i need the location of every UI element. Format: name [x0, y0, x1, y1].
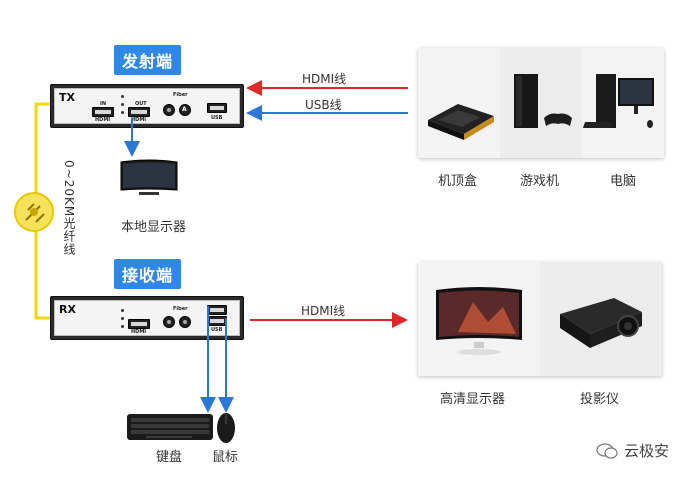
- pc-cell: [582, 48, 664, 158]
- keyboard-label: 键盘: [156, 450, 183, 465]
- tx-out-hdmi-label: HDMI: [131, 117, 147, 123]
- tx-usb-label: USB: [211, 115, 223, 121]
- game-console-icon: [514, 74, 572, 128]
- watermark: 云极安: [596, 440, 669, 461]
- tx-in-label: IN: [100, 101, 107, 107]
- pc-label: 电脑: [610, 174, 637, 189]
- tx-device: TX IN HDMI OUT HDMI Fiber A USB: [50, 84, 244, 128]
- fiber-span-label: 0~20KM光纤线: [62, 160, 76, 257]
- projector-cell: [540, 262, 662, 376]
- chat-bubble-icon: [596, 442, 618, 459]
- local-display-icon: [117, 158, 181, 202]
- rx-device: RX HDMI Fiber USB: [50, 296, 244, 340]
- mouse-icon: [216, 412, 236, 444]
- rx-led-3: [121, 325, 124, 328]
- fiber-icon: [14, 192, 54, 232]
- hd-display-label: 高清显示器: [440, 392, 506, 407]
- tx-device-label: TX: [59, 91, 75, 104]
- rx-usb-label: USB: [211, 327, 223, 333]
- console-label: 游戏机: [520, 174, 560, 189]
- mouse-label: 鼠标: [212, 450, 239, 465]
- tx-hdmi-in-port: [92, 107, 114, 117]
- rx-fiber-port-1: [163, 316, 175, 328]
- tx-tag: 发射端: [114, 45, 182, 75]
- tx-fiber-port-2: A: [179, 104, 191, 116]
- tx-led-2: [121, 103, 124, 106]
- rx-fiber-label: Fiber: [173, 306, 188, 312]
- hdmi-in-label: HDMI线: [302, 72, 347, 86]
- tx-fiber-label: Fiber: [173, 92, 188, 98]
- tx-led-1: [121, 95, 124, 98]
- console-cell: [500, 48, 582, 158]
- rx-led-2: [121, 317, 124, 320]
- tx-out-label: OUT: [135, 101, 147, 107]
- hd-display-cell: [418, 262, 540, 376]
- tx-usb-port: [207, 103, 227, 113]
- projector-label: 投影仪: [580, 392, 620, 407]
- computer-icon: [582, 74, 654, 128]
- rx-led-1: [121, 309, 124, 312]
- rx-hdmi-out-port: [128, 319, 150, 329]
- settop-box-icon: [428, 104, 494, 140]
- sinks-panel: [418, 262, 662, 376]
- keyboard-icon: [126, 412, 214, 442]
- tx-in-hdmi-label: HDMI: [95, 117, 111, 123]
- rx-hdmi-label: HDMI: [131, 329, 147, 335]
- tx-port-letter: A: [182, 106, 187, 113]
- rx-device-label: RX: [59, 303, 76, 316]
- sources-panel: [418, 48, 664, 158]
- projector-icon: [560, 298, 642, 348]
- hd-display-icon: [436, 287, 522, 355]
- local-display-label: 本地显示器: [121, 220, 187, 235]
- watermark-text: 云极安: [624, 442, 670, 460]
- usb-in-label: USB线: [305, 98, 342, 112]
- settop-label: 机顶盒: [438, 174, 478, 189]
- settop-cell: [418, 48, 500, 158]
- tx-fiber-port-1: [163, 104, 175, 116]
- rx-tag: 接收端: [114, 259, 182, 289]
- tx-hdmi-out-port: [128, 107, 150, 117]
- hdmi-out-label: HDMI线: [301, 304, 346, 318]
- tx-led-3: [121, 111, 124, 114]
- rx-fiber-port-2: [179, 316, 191, 328]
